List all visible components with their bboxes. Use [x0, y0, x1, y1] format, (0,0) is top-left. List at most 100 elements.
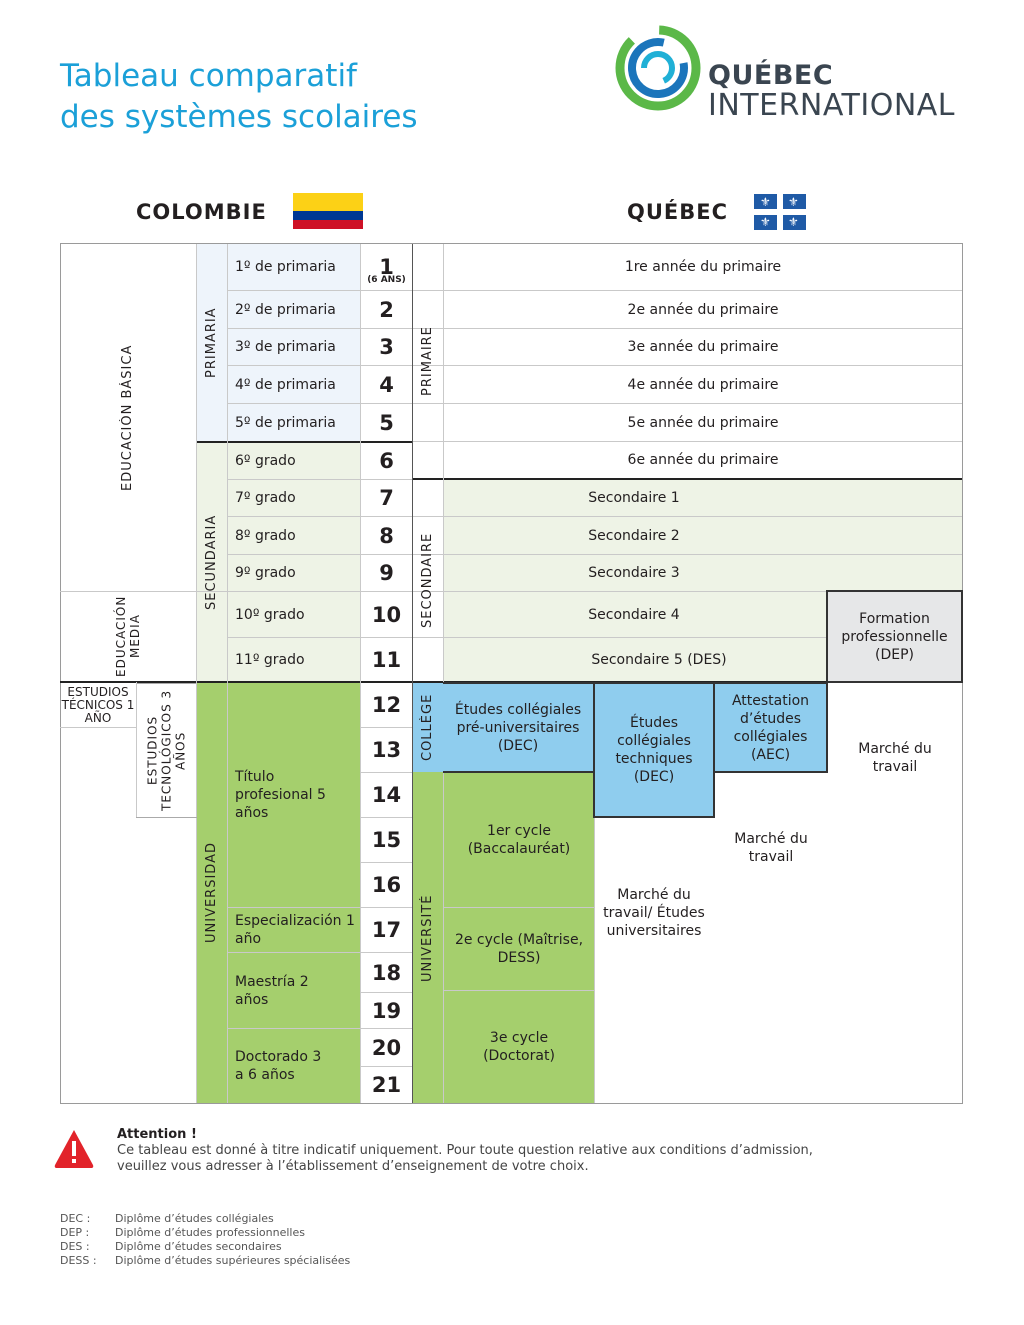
etudes-pre-universitaires: Études collégiales pré-universitaires (D…: [443, 682, 595, 773]
doctorado-text: Doctorado 3 a 6 años: [235, 1049, 322, 1083]
year-14: 14: [371, 783, 402, 807]
label-primaria: PRIMARIA: [204, 307, 219, 378]
logo-text-quebec: QUÉBEC: [708, 60, 834, 91]
label-secundaria: SECUNDARIA: [204, 514, 219, 611]
title-line-1: Tableau comparatif: [60, 58, 357, 94]
label-educacion-basica: EDUCACIÓN BÁSICA: [120, 344, 135, 491]
abbreviation-row: DESS : Diplôme d’études supérieures spéc…: [60, 1254, 350, 1268]
qc-secondary-3: Secondaire 3: [588, 565, 680, 581]
qc-primary-3: 3e année du primaire: [627, 339, 779, 355]
label-college: COLLÈGE: [420, 693, 435, 762]
quebec-international-logo-icon: [612, 22, 704, 114]
title-line-2: des systèmes scolaires: [60, 99, 418, 135]
aec: Attestation d’études collégiales (AEC): [713, 682, 828, 773]
cycles-band: [443, 772, 594, 1103]
grade-2: 2º de primaria: [235, 301, 336, 318]
logo-text-international: INTERNATIONAL: [708, 88, 956, 123]
formation-professionnelle: Formation professionnelle (DEP): [826, 590, 963, 683]
grade-6: 6º grado: [235, 453, 296, 469]
year-17: 17: [371, 918, 402, 942]
primaria-band: [197, 244, 360, 441]
label-estudios-tecnologicos: ESTUDIOS TECNOLÓGICOS 3 AÑOS: [137, 683, 196, 817]
abbreviation-row: DEP : Diplôme d’études professionnelles: [60, 1226, 350, 1240]
grade-8: 8º grado: [235, 527, 296, 544]
cycle-1: 1er cycle (Baccalauréat): [467, 823, 571, 857]
age-note: (6 ANS): [367, 275, 406, 285]
country-quebec: QUÉBEC: [627, 200, 729, 224]
secondaire-band: [443, 479, 827, 682]
attention-title: Attention !: [117, 1127, 197, 1142]
label-secondaire: SECONDAIRE: [420, 532, 435, 629]
marche-travail-top: Marché du travail: [858, 741, 932, 775]
year-10: 10: [371, 602, 402, 627]
year-20: 20: [371, 1035, 402, 1060]
qc-primary-1: 1re année du primaire: [624, 259, 782, 275]
secondaire-band-4-5: [827, 479, 962, 591]
year-13: 13: [371, 738, 402, 762]
marche-travail-etudes: Marché du travail/ Études universitaires: [603, 887, 705, 939]
especializacion: Especialización 1 año: [228, 908, 360, 952]
abbr-meaning: Diplôme d’études supérieures spécialisée…: [115, 1254, 351, 1267]
abbreviation-row: DES : Diplôme d’études secondaires: [60, 1240, 350, 1254]
label-universite: UNIVERSITÉ: [420, 894, 435, 982]
maestria-text: Maestría 2 años: [235, 973, 309, 1008]
country-colombie: COLOMBIE: [136, 200, 267, 224]
marche-travail-mid: Marché du travail: [734, 831, 808, 865]
etudes-techniques: Études collégiales techniques (DEC): [593, 682, 715, 818]
qc-secondary-1: Secondaire 1: [588, 490, 680, 506]
year-4: 4: [379, 372, 394, 397]
label-universidad: UNIVERSIDAD: [204, 842, 219, 944]
year-16: 16: [371, 873, 402, 897]
year-3: 3: [379, 335, 394, 359]
abbr: DEC :: [60, 1212, 91, 1225]
year-15: 15: [371, 828, 402, 852]
abbr-meaning: Diplôme d’études secondaires: [115, 1240, 282, 1253]
year-1: 1: [379, 255, 394, 279]
maestria: Maestría 2 años: [228, 953, 360, 1028]
cycle-3: 3e cycle (Doctorat): [483, 1030, 555, 1064]
grade-4: 4º de primaria: [235, 376, 336, 393]
colombia-flag-icon: [293, 193, 363, 229]
attention-text: Ce tableau est donné à titre indicatif u…: [117, 1143, 813, 1174]
quebec-flag-icon: ⚜ ⚜ ⚜ ⚜: [754, 194, 806, 230]
abbreviations-list: DEC : Diplôme d’études collégiales DEP :…: [60, 1212, 350, 1268]
label-estudios-tecnicos: ESTUDIOS TÉCNICOS 1 AÑO: [61, 684, 135, 725]
grade-10: 10º grado: [235, 606, 305, 623]
abbr-meaning: Diplôme d’études collégiales: [115, 1212, 274, 1225]
abbr: DESS :: [60, 1254, 97, 1267]
year-12: 12: [371, 693, 402, 717]
year-19: 19: [371, 998, 402, 1023]
grade-11: 11º grado: [235, 651, 305, 668]
secundaria-band: [197, 441, 360, 682]
qc-secondary-2: Secondaire 2: [588, 527, 680, 544]
cycle-2: 2e cycle (Maîtrise, DESS): [454, 932, 584, 966]
universite-band: [413, 772, 443, 1103]
label-primaire: PRIMAIRE: [420, 326, 435, 396]
grade-1: 1º de primaria: [235, 259, 336, 275]
label-educacion-media: EDUCACIÓN MEDIA: [114, 595, 142, 678]
qc-primary-6: 6e année du primaire: [627, 452, 779, 468]
year-21: 21: [371, 1073, 402, 1097]
grade-7: 7º grado: [235, 490, 296, 506]
doctorado: Doctorado 3 a 6 años: [228, 1029, 360, 1103]
qc-primary-2: 2e année du primaire: [627, 301, 779, 318]
year-7: 7: [379, 486, 394, 510]
grade-5: 5º de primaria: [235, 414, 336, 431]
year-18: 18: [371, 960, 402, 985]
qc-secondary-5: Secondaire 5 (DES): [591, 651, 727, 668]
college-band: [413, 682, 443, 772]
year-9: 9: [379, 561, 394, 585]
warning-icon: [52, 1127, 96, 1171]
especializacion-text: Especialización 1 año: [235, 913, 355, 947]
year-2: 2: [379, 297, 394, 322]
grade-9: 9º grado: [235, 565, 296, 581]
universidad-band: [197, 682, 360, 1103]
abbr: DES :: [60, 1240, 90, 1253]
abbr-meaning: Diplôme d’études professionnelles: [115, 1226, 305, 1239]
qc-primary-5: 5e année du primaire: [627, 414, 779, 431]
year-11: 11: [371, 647, 402, 672]
titulo-profesional-text: Título profesional 5 años: [235, 769, 326, 821]
year-5: 5: [379, 410, 394, 435]
qc-primary-4: 4e année du primaire: [627, 376, 779, 393]
year-8: 8: [379, 523, 394, 548]
